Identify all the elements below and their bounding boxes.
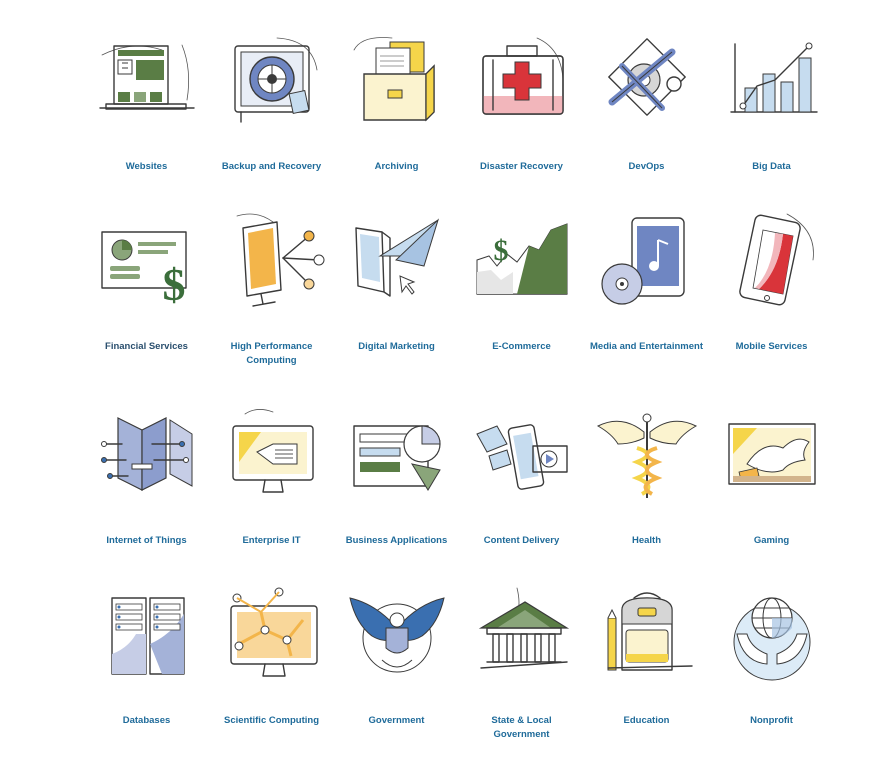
tile-label: E-Commerce bbox=[492, 341, 551, 352]
tile-label: Big Data bbox=[752, 161, 791, 172]
tile-databases[interactable]: Databases bbox=[84, 584, 209, 764]
tile-disaster-recovery[interactable]: Disaster Recovery bbox=[459, 30, 584, 210]
file-drawer-icon bbox=[342, 30, 452, 130]
tile-business-applications[interactable]: Business Applications bbox=[334, 404, 459, 584]
content-devices-icon bbox=[467, 404, 577, 504]
website-monitor-icon bbox=[92, 30, 202, 130]
dollar-report-icon: $ bbox=[92, 210, 202, 310]
tile-mobile-services[interactable]: Mobile Services bbox=[709, 210, 834, 404]
smartphone-icon bbox=[717, 210, 827, 310]
tile-media-and-entertainment[interactable]: Media and Entertainment bbox=[584, 210, 709, 404]
tile-financial-services[interactable]: $ Financial Services bbox=[84, 210, 209, 404]
tile-government[interactable]: Government bbox=[334, 584, 459, 764]
tile-scientific-computing[interactable]: Scientific Computing bbox=[209, 584, 334, 764]
media-player-icon bbox=[592, 210, 702, 310]
tile-label: Archiving bbox=[374, 161, 419, 172]
paper-plane-icon bbox=[342, 210, 452, 310]
tile-big-data[interactable]: Big Data bbox=[709, 30, 834, 210]
svg-text:$: $ bbox=[493, 234, 508, 267]
first-aid-kit-icon bbox=[467, 30, 577, 130]
tile-label: High Performance Computing bbox=[230, 341, 313, 366]
dragon-screen-icon bbox=[717, 404, 827, 504]
tile-label: Enterprise IT bbox=[242, 535, 301, 546]
tile-content-delivery[interactable]: Content Delivery bbox=[459, 404, 584, 584]
caduceus-icon bbox=[592, 404, 702, 504]
wrench-gear-icon bbox=[592, 30, 702, 130]
vault-icon bbox=[217, 30, 327, 130]
tile-label: Scientific Computing bbox=[224, 715, 319, 726]
tile-health[interactable]: Health bbox=[584, 404, 709, 584]
tile-label: Financial Services bbox=[105, 341, 188, 352]
tile-e-commerce[interactable]: $ E-Commerce bbox=[459, 210, 584, 404]
tile-label: Government bbox=[368, 715, 425, 726]
tile-label: Backup and Recovery bbox=[221, 161, 322, 172]
tile-enterprise-it[interactable]: Enterprise IT bbox=[209, 404, 334, 584]
bar-chart-icon bbox=[717, 30, 827, 130]
tile-archiving[interactable]: Archiving bbox=[334, 30, 459, 210]
tile-label: Websites bbox=[125, 161, 168, 172]
tile-label: Education bbox=[623, 715, 670, 726]
molecule-monitor-icon bbox=[217, 584, 327, 684]
dollar-graph-icon: $ bbox=[467, 210, 577, 310]
tile-label: State & Local Government bbox=[491, 715, 552, 740]
tile-label: Nonprofit bbox=[750, 715, 793, 726]
tile-label: Gaming bbox=[753, 535, 790, 546]
industry-grid: Websites Backup and Recovery bbox=[84, 30, 834, 764]
tile-high-performance-computing[interactable]: High Performance Computing bbox=[209, 210, 334, 404]
tile-nonprofit[interactable]: Nonprofit bbox=[709, 584, 834, 764]
tile-internet-of-things[interactable]: Internet of Things bbox=[84, 404, 209, 584]
tile-gaming[interactable]: Gaming bbox=[709, 404, 834, 584]
tile-devops[interactable]: DevOps bbox=[584, 30, 709, 210]
tile-backup-and-recovery[interactable]: Backup and Recovery bbox=[209, 30, 334, 210]
tile-label: Business Applications bbox=[345, 535, 448, 546]
tile-label: Media and Entertainment bbox=[590, 341, 703, 352]
circuit-icon bbox=[92, 404, 202, 504]
tile-state-local-government[interactable]: State & Local Government bbox=[459, 584, 584, 764]
pie-chart-window-icon bbox=[342, 404, 452, 504]
tile-label: Internet of Things bbox=[106, 535, 187, 546]
capitol-building-icon bbox=[467, 584, 577, 684]
server-rack-icon bbox=[92, 584, 202, 684]
desktop-icon bbox=[217, 404, 327, 504]
tile-label: Databases bbox=[122, 715, 171, 726]
tile-label: DevOps bbox=[628, 161, 665, 172]
tile-education[interactable]: Education bbox=[584, 584, 709, 764]
tile-label: Health bbox=[631, 535, 662, 546]
tile-label: Digital Marketing bbox=[358, 341, 435, 352]
tile-websites[interactable]: Websites bbox=[84, 30, 209, 210]
globe-hands-icon bbox=[717, 584, 827, 684]
tile-label: Content Delivery bbox=[483, 535, 560, 546]
tile-digital-marketing[interactable]: Digital Marketing bbox=[334, 210, 459, 404]
tile-label: Mobile Services bbox=[735, 341, 808, 352]
eagle-seal-icon bbox=[342, 584, 452, 684]
backpack-icon bbox=[592, 584, 702, 684]
monitor-network-icon bbox=[217, 210, 327, 310]
tile-label: Disaster Recovery bbox=[480, 161, 563, 172]
svg-text:$: $ bbox=[162, 259, 185, 310]
